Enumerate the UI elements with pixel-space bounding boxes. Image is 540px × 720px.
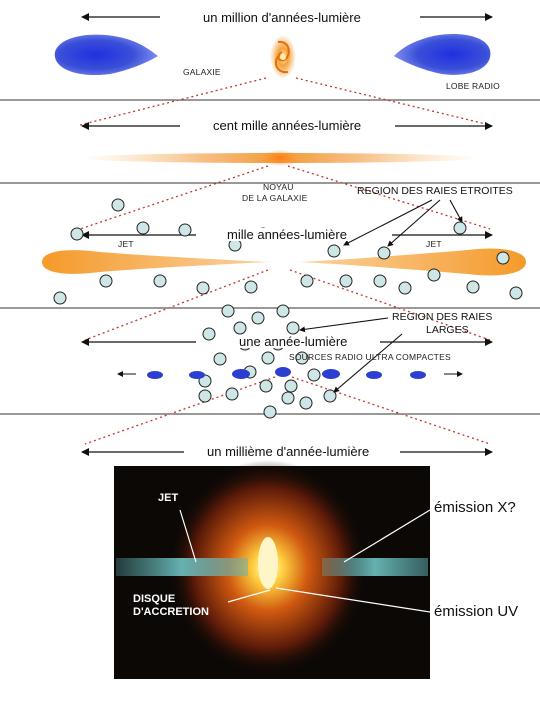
broad-line-pointers	[299, 317, 403, 393]
accretion-disk-photo	[114, 460, 431, 679]
jet-left-label: JET	[118, 239, 134, 249]
nucleus-label-line2: DE LA GALAXIE	[242, 193, 308, 203]
galaxy-disk-band	[80, 150, 480, 166]
radio-lobe-label: LOBE RADIO	[446, 81, 500, 91]
uv-emission-label: émission UV	[434, 603, 519, 620]
narrow-line-pointers	[343, 199, 463, 247]
scale-label-one: une année-lumière	[236, 335, 351, 348]
broad-line-region-label-line2: LARGES	[426, 324, 469, 336]
scale-label-million: un million d'années-lumière	[200, 11, 364, 24]
galaxy-label: GALAXIE	[183, 67, 221, 77]
jet-right-label: JET	[426, 239, 442, 249]
broad-line-region-label-line1: REGION DES RAIES	[392, 311, 493, 323]
zoom-lines	[79, 77, 491, 445]
scale-arrows	[81, 13, 493, 456]
narrow-line-region-label: REGION DES RAIES ETROITES	[357, 185, 513, 197]
jet-left	[42, 250, 268, 274]
galaxy-image	[270, 35, 296, 79]
jet-right	[300, 248, 526, 276]
compact-radio-sources	[147, 367, 426, 379]
photo-jet-label: JET	[158, 492, 179, 504]
scale-label-hundred-thousand: cent mille années-lumière	[210, 119, 365, 132]
scale-label-thousandth: un millième d'année-lumière	[204, 445, 373, 458]
compact-radio-sources-label: SOURCES RADIO ULTRA COMPACTES	[289, 352, 451, 362]
scale-label-thousand: mille années-lumière	[224, 228, 350, 241]
accretion-disk-label-line2: D'ACCRETION	[133, 606, 209, 618]
radio-lobe-left	[54, 34, 159, 76]
radio-lobe-right	[394, 34, 491, 75]
x-ray-emission-label: émission X?	[434, 499, 516, 516]
nucleus-label-line1: NOYAU	[263, 182, 294, 192]
accretion-disk-label-line1: DISQUE	[133, 593, 176, 605]
photo-pointers	[179, 509, 431, 613]
